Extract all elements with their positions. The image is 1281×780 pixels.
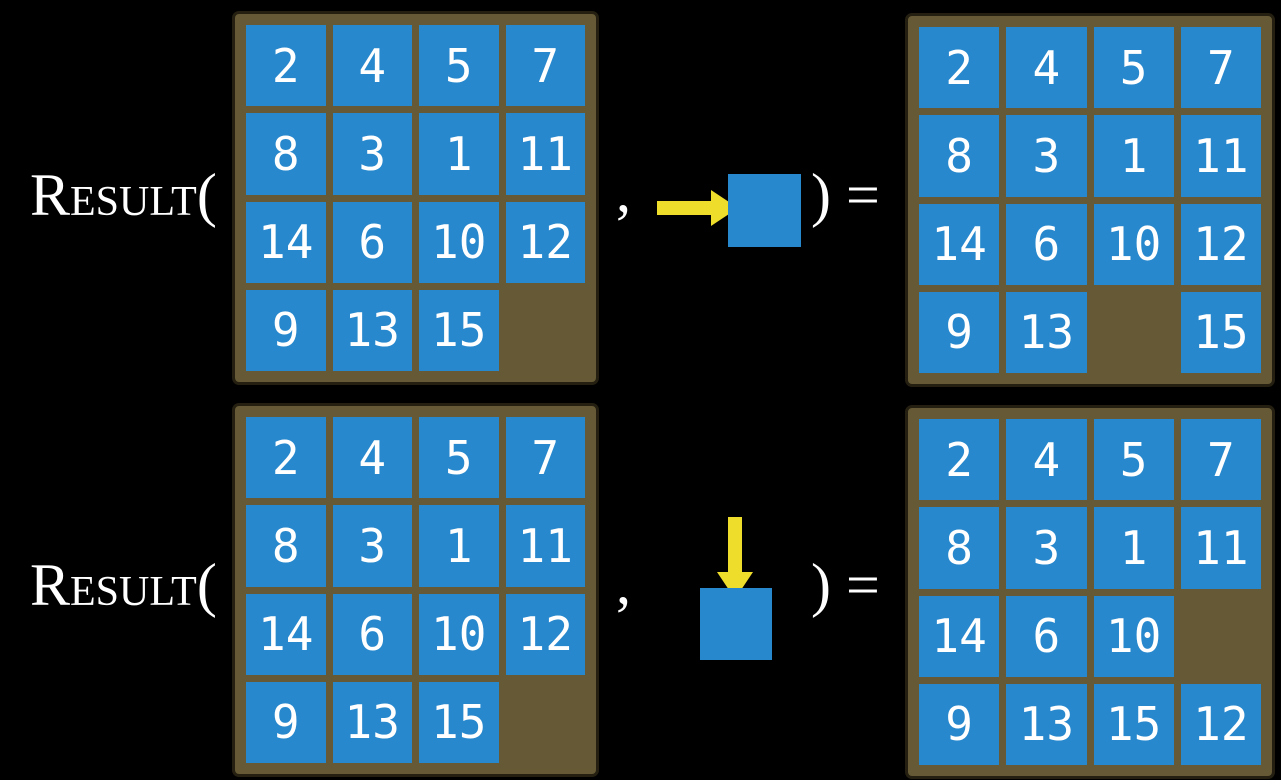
- puzzle-tile-11: 11: [1180, 115, 1261, 197]
- puzzle-tile-13: 13: [332, 681, 412, 763]
- puzzle-tile-9: 9: [919, 683, 1000, 765]
- puzzle-tile-8: 8: [919, 507, 1000, 589]
- puzzle-tile-6: 6: [332, 593, 412, 675]
- puzzle-tile-6: 6: [1006, 203, 1087, 285]
- puzzle-tile-4: 4: [332, 25, 412, 107]
- puzzle-tile-15: 15: [1093, 683, 1174, 765]
- puzzle-tile-15: 15: [419, 289, 499, 371]
- move-down-arrow-icon: [717, 517, 753, 599]
- puzzle-tile-4: 4: [332, 417, 412, 499]
- puzzle-tile-14: 14: [246, 593, 326, 675]
- puzzle-tile-11: 11: [505, 113, 585, 195]
- puzzle-tile-5: 5: [419, 417, 499, 499]
- blank-cell: [1094, 292, 1174, 373]
- puzzle-tile-15: 15: [419, 681, 499, 763]
- puzzle-tile-11: 11: [505, 505, 585, 587]
- puzzle-tile-7: 7: [1180, 27, 1261, 109]
- action-tile-square-2: [700, 588, 772, 660]
- puzzle-tile-10: 10: [419, 201, 499, 283]
- puzzle-tile-10: 10: [1093, 203, 1174, 285]
- comma-separator-1: ,: [616, 158, 631, 224]
- puzzle-tile-14: 14: [919, 203, 1000, 285]
- puzzle-tile-9: 9: [919, 291, 1000, 373]
- puzzle-tile-13: 13: [1006, 683, 1087, 765]
- puzzle-tile-12: 12: [1180, 683, 1261, 765]
- puzzle-tile-3: 3: [1006, 507, 1087, 589]
- puzzle-tile-6: 6: [1006, 595, 1087, 677]
- puzzle-tile-2: 2: [919, 27, 1000, 109]
- puzzle-tile-4: 4: [1006, 27, 1087, 109]
- puzzle-tile-1: 1: [1093, 507, 1174, 589]
- puzzle-tile-9: 9: [246, 289, 326, 371]
- comma-separator-2: ,: [616, 550, 631, 616]
- puzzle-tile-14: 14: [919, 595, 1000, 677]
- blank-cell: [506, 290, 586, 371]
- puzzle-tile-6: 6: [332, 201, 412, 283]
- puzzle-tile-8: 8: [246, 113, 326, 195]
- move-right-arrow-icon: [657, 190, 738, 226]
- puzzle-tile-7: 7: [1180, 419, 1261, 501]
- puzzle-tile-1: 1: [419, 113, 499, 195]
- puzzle-tile-2: 2: [919, 419, 1000, 501]
- blank-cell: [1181, 596, 1261, 677]
- puzzle-tile-3: 3: [332, 113, 412, 195]
- puzzle-tile-5: 5: [419, 25, 499, 107]
- puzzle-tile-1: 1: [419, 505, 499, 587]
- puzzle-tile-10: 10: [419, 593, 499, 675]
- close-paren-equals-2: ) =: [811, 552, 880, 618]
- result-function-label-2: Result(: [30, 552, 217, 618]
- puzzle-tile-12: 12: [505, 201, 585, 283]
- puzzle-tile-5: 5: [1093, 419, 1174, 501]
- puzzle-tile-14: 14: [246, 201, 326, 283]
- puzzle-tile-3: 3: [1006, 115, 1087, 197]
- puzzle-tile-5: 5: [1093, 27, 1174, 109]
- puzzle-tile-10: 10: [1093, 595, 1174, 677]
- puzzle-tile-1: 1: [1093, 115, 1174, 197]
- puzzle-tile-7: 7: [505, 417, 585, 499]
- puzzle-tile-2: 2: [246, 25, 326, 107]
- puzzle-tile-8: 8: [246, 505, 326, 587]
- puzzle-tile-2: 2: [246, 417, 326, 499]
- puzzle-tile-11: 11: [1180, 507, 1261, 589]
- action-tile-square-1: [728, 174, 801, 247]
- puzzle-tile-13: 13: [1006, 291, 1087, 373]
- close-paren-equals-1: ) =: [811, 162, 880, 228]
- puzzle-tile-12: 12: [505, 593, 585, 675]
- puzzle-tile-15: 15: [1180, 291, 1261, 373]
- puzzle-tile-12: 12: [1180, 203, 1261, 285]
- result-function-label-1: Result(: [30, 162, 217, 228]
- puzzle-tile-9: 9: [246, 681, 326, 763]
- blank-cell: [506, 682, 586, 763]
- puzzle-tile-8: 8: [919, 115, 1000, 197]
- puzzle-tile-13: 13: [332, 289, 412, 371]
- puzzle-tile-7: 7: [505, 25, 585, 107]
- puzzle-tile-4: 4: [1006, 419, 1087, 501]
- puzzle-tile-3: 3: [332, 505, 412, 587]
